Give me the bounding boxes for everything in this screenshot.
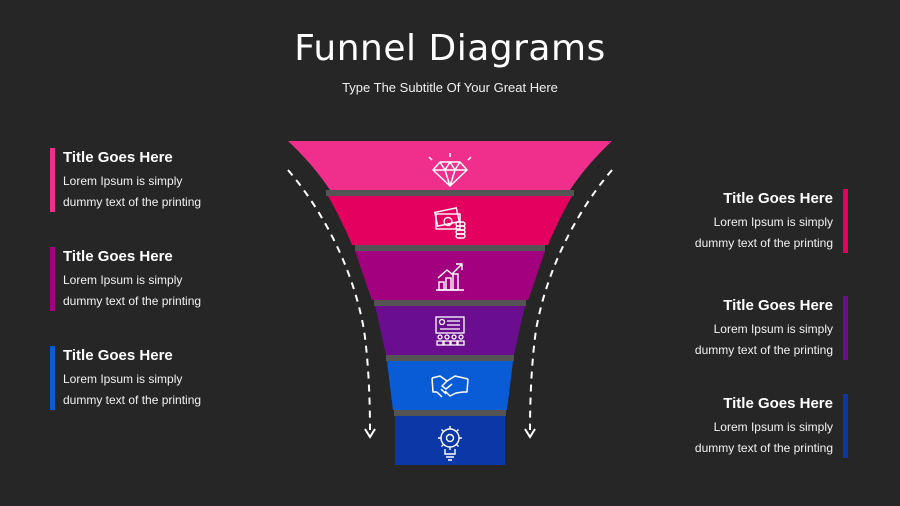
page-title: Funnel Diagrams xyxy=(294,28,606,69)
left-card-2-accent xyxy=(50,247,55,311)
growth-chart-icon xyxy=(436,263,464,291)
right-card-2: Title Goes Here Lorem Ipsum is simply du… xyxy=(640,296,848,360)
left-card-1-line1: Lorem Ipsum is simply xyxy=(63,174,183,188)
right-card-3-accent xyxy=(843,394,848,458)
left-card-1-line2: dummy text of the printing xyxy=(63,194,202,209)
diamond-icon xyxy=(428,153,472,187)
funnel-separator-3 xyxy=(374,300,526,306)
right-card-3-line1: Lorem Ipsum is simply xyxy=(713,420,833,434)
right-card-2-accent xyxy=(843,296,848,360)
right-card-1-line1: Lorem Ipsum is simply xyxy=(713,215,833,229)
left-card-1-title: Title Goes Here xyxy=(63,149,173,166)
right-card-3: Title Goes Here Lorem Ipsum is simply du… xyxy=(640,394,848,458)
funnel-stage-4 xyxy=(375,306,525,355)
right-card-1-title: Title Goes Here xyxy=(723,190,833,207)
left-dashed-arrow xyxy=(287,169,371,431)
left-card-3: Title Goes Here Lorem Ipsum is simply du… xyxy=(50,346,263,410)
right-card-1: Title Goes Here Lorem Ipsum is simply du… xyxy=(640,189,848,253)
right-card-2-line2: dummy text of the printing xyxy=(694,342,833,357)
left-card-3-line2: dummy text of the printing xyxy=(63,392,202,407)
funnel-stage-3 xyxy=(355,251,545,300)
right-card-1-accent xyxy=(843,189,848,253)
right-card-3-title: Title Goes Here xyxy=(723,395,833,412)
right-arrow-head-icon xyxy=(524,428,536,439)
left-card-3-line1: Lorem Ipsum is simply xyxy=(63,372,183,386)
funnel-stage-1 xyxy=(288,141,612,190)
money-icon xyxy=(433,207,466,239)
funnel-separator-5 xyxy=(394,410,506,416)
right-card-3-line2: dummy text of the printing xyxy=(694,440,833,455)
left-card-1-accent xyxy=(50,148,55,212)
right-dashed-arrow xyxy=(529,169,613,431)
left-card-3-title: Title Goes Here xyxy=(63,347,173,364)
left-card-1: Title Goes Here Lorem Ipsum is simply du… xyxy=(50,148,263,212)
left-card-2-line1: Lorem Ipsum is simply xyxy=(63,273,183,287)
left-card-3-accent xyxy=(50,346,55,410)
right-card-2-title: Title Goes Here xyxy=(723,297,833,314)
right-card-2-line1: Lorem Ipsum is simply xyxy=(713,322,833,336)
funnel-separator-1 xyxy=(326,190,574,196)
funnel-stage-2 xyxy=(328,196,572,245)
left-card-2: Title Goes Here Lorem Ipsum is simply du… xyxy=(50,247,263,311)
funnel-separator-2 xyxy=(355,245,545,251)
left-arrow-head-icon xyxy=(364,428,376,439)
presentation-icon xyxy=(435,316,465,346)
left-card-2-title: Title Goes Here xyxy=(63,248,173,265)
right-card-1-line2: dummy text of the printing xyxy=(694,235,833,250)
left-card-2-line2: dummy text of the printing xyxy=(63,293,202,308)
handshake-icon xyxy=(431,375,469,398)
lightbulb-gear-icon xyxy=(438,426,462,461)
funnel-separator-4 xyxy=(386,355,514,361)
page-subtitle: Type The Subtitle Of Your Great Here xyxy=(342,80,558,95)
